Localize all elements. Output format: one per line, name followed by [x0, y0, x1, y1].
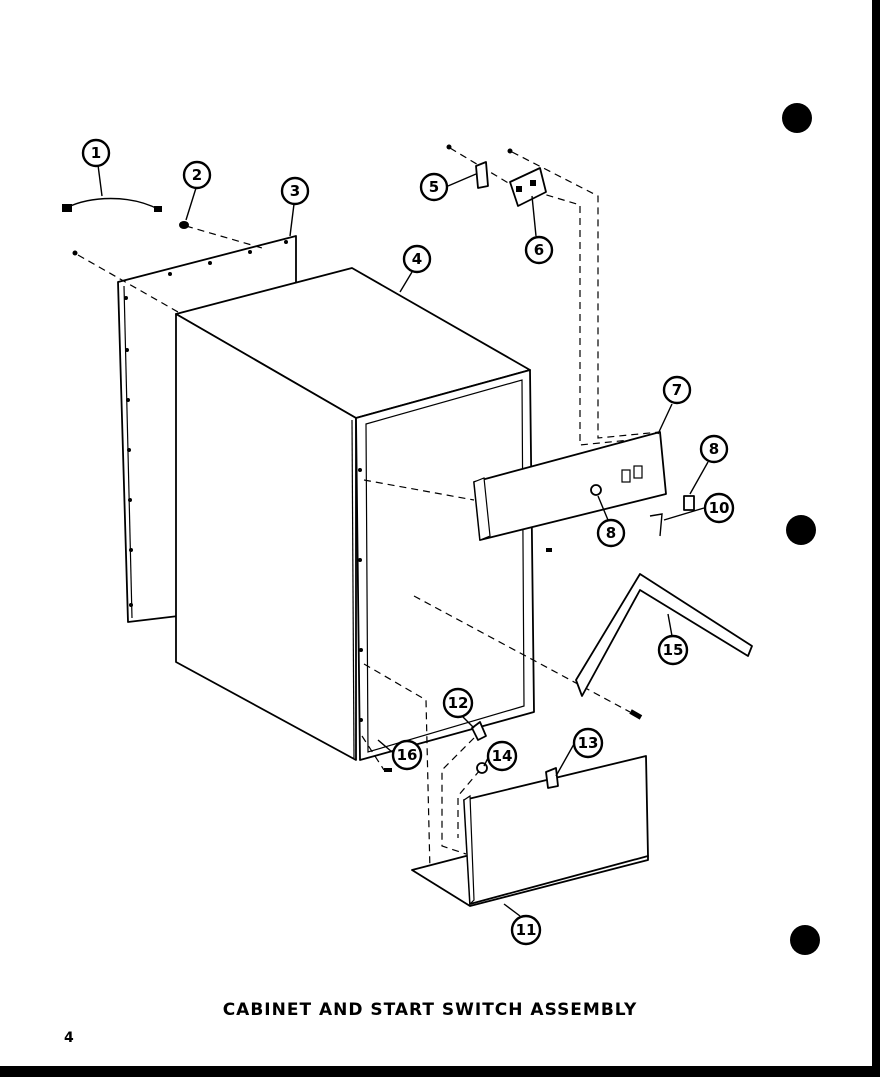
callout-8-upper: 8: [699, 434, 729, 464]
svg-text:3: 3: [290, 182, 300, 200]
callout-6: 6: [524, 235, 554, 265]
svg-text:10: 10: [709, 499, 730, 517]
diagram-caption: CABINET AND START SWITCH ASSEMBLY: [222, 1000, 638, 1020]
svg-text:8: 8: [606, 524, 616, 542]
svg-text:5: 5: [429, 178, 439, 196]
callout-15: 15: [657, 634, 689, 666]
start-switch: [649, 513, 663, 537]
svg-text:2: 2: [192, 166, 202, 184]
svg-text:1: 1: [91, 144, 101, 162]
svg-text:14: 14: [492, 747, 513, 765]
svg-text:13: 13: [578, 734, 599, 752]
base-plate: [411, 755, 649, 907]
callout-3: 3: [280, 176, 310, 206]
binder-hole-middle: [786, 515, 816, 545]
binder-hole-bottom: [790, 925, 820, 955]
callout-10: 10: [703, 492, 735, 524]
callout-8-lower: 8: [596, 518, 626, 548]
svg-text:4: 4: [412, 250, 422, 268]
control-panel: [473, 431, 667, 541]
switch-knob: [683, 495, 695, 511]
switch-bracket: [509, 167, 547, 207]
svg-text:16: 16: [397, 746, 418, 764]
assembly-lines: [77, 147, 661, 873]
callout-13: 13: [572, 727, 604, 759]
svg-text:15: 15: [663, 641, 684, 659]
clip-part: [471, 721, 487, 741]
callout-16: 16: [391, 739, 423, 771]
support-leg: [575, 573, 753, 697]
binder-hole-top: [782, 103, 812, 133]
svg-text:6: 6: [534, 241, 544, 259]
small-bracket: [475, 161, 489, 189]
callout-2: 2: [182, 160, 212, 190]
svg-text:7: 7: [672, 381, 682, 399]
latch-part: [545, 767, 559, 789]
callout-7: 7: [662, 375, 692, 405]
svg-text:8: 8: [709, 440, 719, 458]
page-number: 4: [64, 1030, 74, 1046]
callout-1: 1: [81, 138, 111, 168]
screw-hardware: [72, 144, 643, 772]
leader-lines: [97, 164, 709, 917]
callout-12: 12: [442, 687, 474, 719]
svg-text:12: 12: [448, 694, 469, 712]
cabinet-shell: [175, 267, 535, 761]
svg-text:11: 11: [516, 921, 537, 939]
callout-4: 4: [402, 244, 432, 274]
power-cord: [62, 197, 162, 212]
callout-5: 5: [419, 172, 449, 202]
grommet: [179, 221, 189, 229]
callout-14: 14: [486, 740, 518, 772]
callout-11: 11: [510, 914, 542, 946]
